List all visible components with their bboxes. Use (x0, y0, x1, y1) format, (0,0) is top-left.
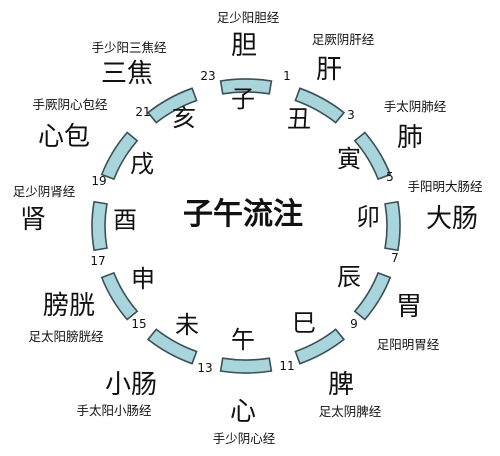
organ-label: 肺 (397, 123, 423, 153)
meridian-label: 手少阳三焦经 (91, 40, 167, 55)
hour-arc-segment (219, 357, 273, 374)
hour-number: 17 (90, 254, 105, 268)
hour-number: 19 (91, 174, 106, 188)
earthly-branch: 未 (175, 311, 199, 339)
hour-number: 23 (200, 69, 215, 83)
hour-number: 11 (279, 359, 294, 373)
organ-label: 胆 (231, 31, 257, 61)
hour-arc-segment (353, 271, 392, 321)
earthly-branch: 申 (131, 265, 155, 293)
organ-label: 大肠 (426, 204, 478, 234)
meridian-label: 足少阴肾经 (13, 184, 76, 199)
organ-label: 肝 (316, 55, 342, 85)
hour-arc-segment (91, 200, 108, 252)
meridian-label: 手厥阴心包经 (32, 97, 108, 112)
hour-number: 7 (391, 251, 399, 265)
organ-label: 肾 (20, 205, 46, 235)
meridian-label: 足少阳胆经 (217, 10, 280, 25)
organ-label: 三焦 (101, 59, 153, 89)
earthly-branch: 亥 (172, 104, 196, 132)
organ-label: 心 (230, 397, 256, 427)
organ-label: 膀胱 (43, 291, 95, 321)
label-layer: 子午流注 1 3 5 7 9 11 13 15 17 19 21 23 子 丑 … (13, 10, 483, 446)
earthly-branch: 寅 (337, 145, 361, 173)
organ-label: 心包 (38, 122, 90, 152)
hour-arc-segment (219, 78, 273, 95)
hour-number: 13 (197, 361, 212, 375)
meridian-label: 手少阴心经 (213, 431, 276, 446)
hour-arc-segment (294, 87, 346, 124)
earthly-branch: 子 (231, 85, 255, 113)
diagram-title: 子午流注 (183, 197, 303, 232)
organ-label: 小肠 (105, 370, 157, 400)
hour-arc-segment (353, 131, 392, 181)
organ-label: 胃 (396, 292, 422, 322)
hour-arc-segment (146, 87, 198, 124)
meridian-label: 足太阴脾经 (319, 404, 382, 419)
earthly-branch: 丑 (287, 105, 311, 133)
earthly-branch: 午 (231, 326, 255, 354)
hour-arc-segment (384, 200, 401, 252)
earthly-branch: 酉 (113, 206, 137, 234)
hour-arc-segment (100, 131, 139, 181)
earthly-branch: 巳 (292, 309, 316, 337)
meridian-label: 手太阳小肠经 (76, 403, 152, 418)
hour-number: 15 (131, 317, 146, 331)
meridian-label: 足太阳膀胱经 (28, 329, 104, 344)
hour-arc-segment (146, 328, 198, 365)
earthly-branch: 卯 (356, 203, 380, 231)
hour-number: 1 (283, 69, 291, 83)
meridian-label: 足厥阴肝经 (312, 32, 375, 47)
earthly-branch: 戌 (130, 150, 154, 178)
meridian-label: 足阳明胃经 (377, 337, 440, 352)
hour-arc-segment (294, 328, 346, 365)
hour-number: 5 (386, 170, 394, 184)
meridian-label: 手太阴肺经 (384, 99, 447, 114)
meridian-label: 手阳明大肠经 (407, 179, 483, 194)
hour-arc-segment (100, 271, 139, 321)
hour-number: 3 (347, 108, 355, 122)
organ-label: 脾 (328, 370, 354, 400)
earthly-branch: 辰 (337, 263, 361, 291)
hour-number: 9 (350, 317, 358, 331)
hour-arc-ring (91, 78, 401, 374)
hour-number: 21 (135, 105, 150, 119)
